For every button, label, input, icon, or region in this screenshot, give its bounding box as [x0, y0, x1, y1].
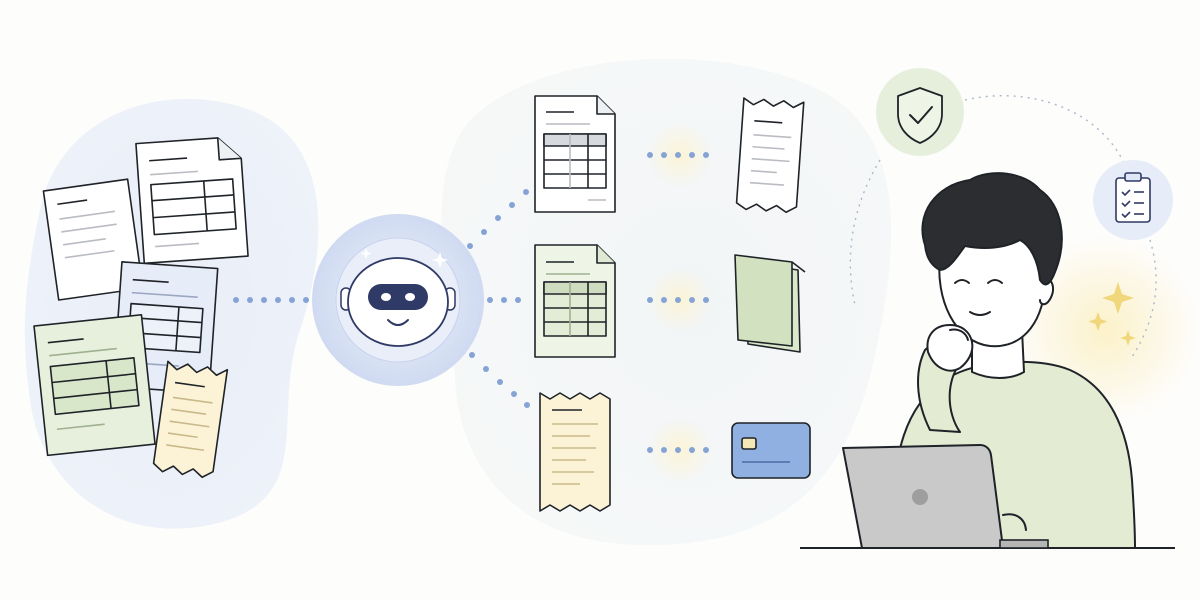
robot-visor: [368, 284, 428, 310]
output-invoice-1: [534, 95, 616, 213]
person-hand: [926, 324, 974, 372]
robot-assistant: [312, 214, 484, 386]
output-row-1: [534, 95, 805, 214]
laptop-base: [999, 539, 1049, 549]
laptop-logo: [912, 489, 928, 505]
output-arrow-dots-3: [647, 447, 709, 453]
person-hair: [921, 172, 1063, 286]
invoice-doc-4: [33, 313, 156, 457]
connector-robot-to-outputs: [467, 189, 530, 408]
output-row-3: [539, 392, 811, 512]
output-row-2: [534, 244, 806, 358]
output-receipt-3: [539, 392, 611, 512]
shield-check-icon: [897, 87, 943, 144]
invoice-doc-1: [42, 178, 144, 301]
output-folder-2: [734, 254, 806, 353]
output-receipt-1: [735, 97, 805, 214]
receipt-doc-5: [152, 360, 229, 479]
laptop: [842, 444, 1004, 549]
source-documents: [33, 137, 249, 479]
clipboard-checklist-icon: [1115, 172, 1151, 223]
credit-card-icon: [731, 422, 811, 479]
output-arrow-dots-1: [647, 152, 709, 158]
clipboard-badge: [1093, 160, 1173, 240]
output-arrow-dots-2: [647, 297, 709, 303]
connector-left-to-robot: [233, 297, 309, 303]
person-with-laptop: [842, 172, 1136, 549]
sparkles-icon: [1088, 282, 1136, 346]
sparkle-icon: [360, 248, 448, 268]
invoice-doc-2: [135, 137, 249, 265]
output-invoice-2: [534, 244, 616, 358]
shield-check-badge: [876, 68, 964, 156]
badge-dotted-arc: [849, 95, 1157, 361]
robot-smile: [387, 319, 409, 326]
